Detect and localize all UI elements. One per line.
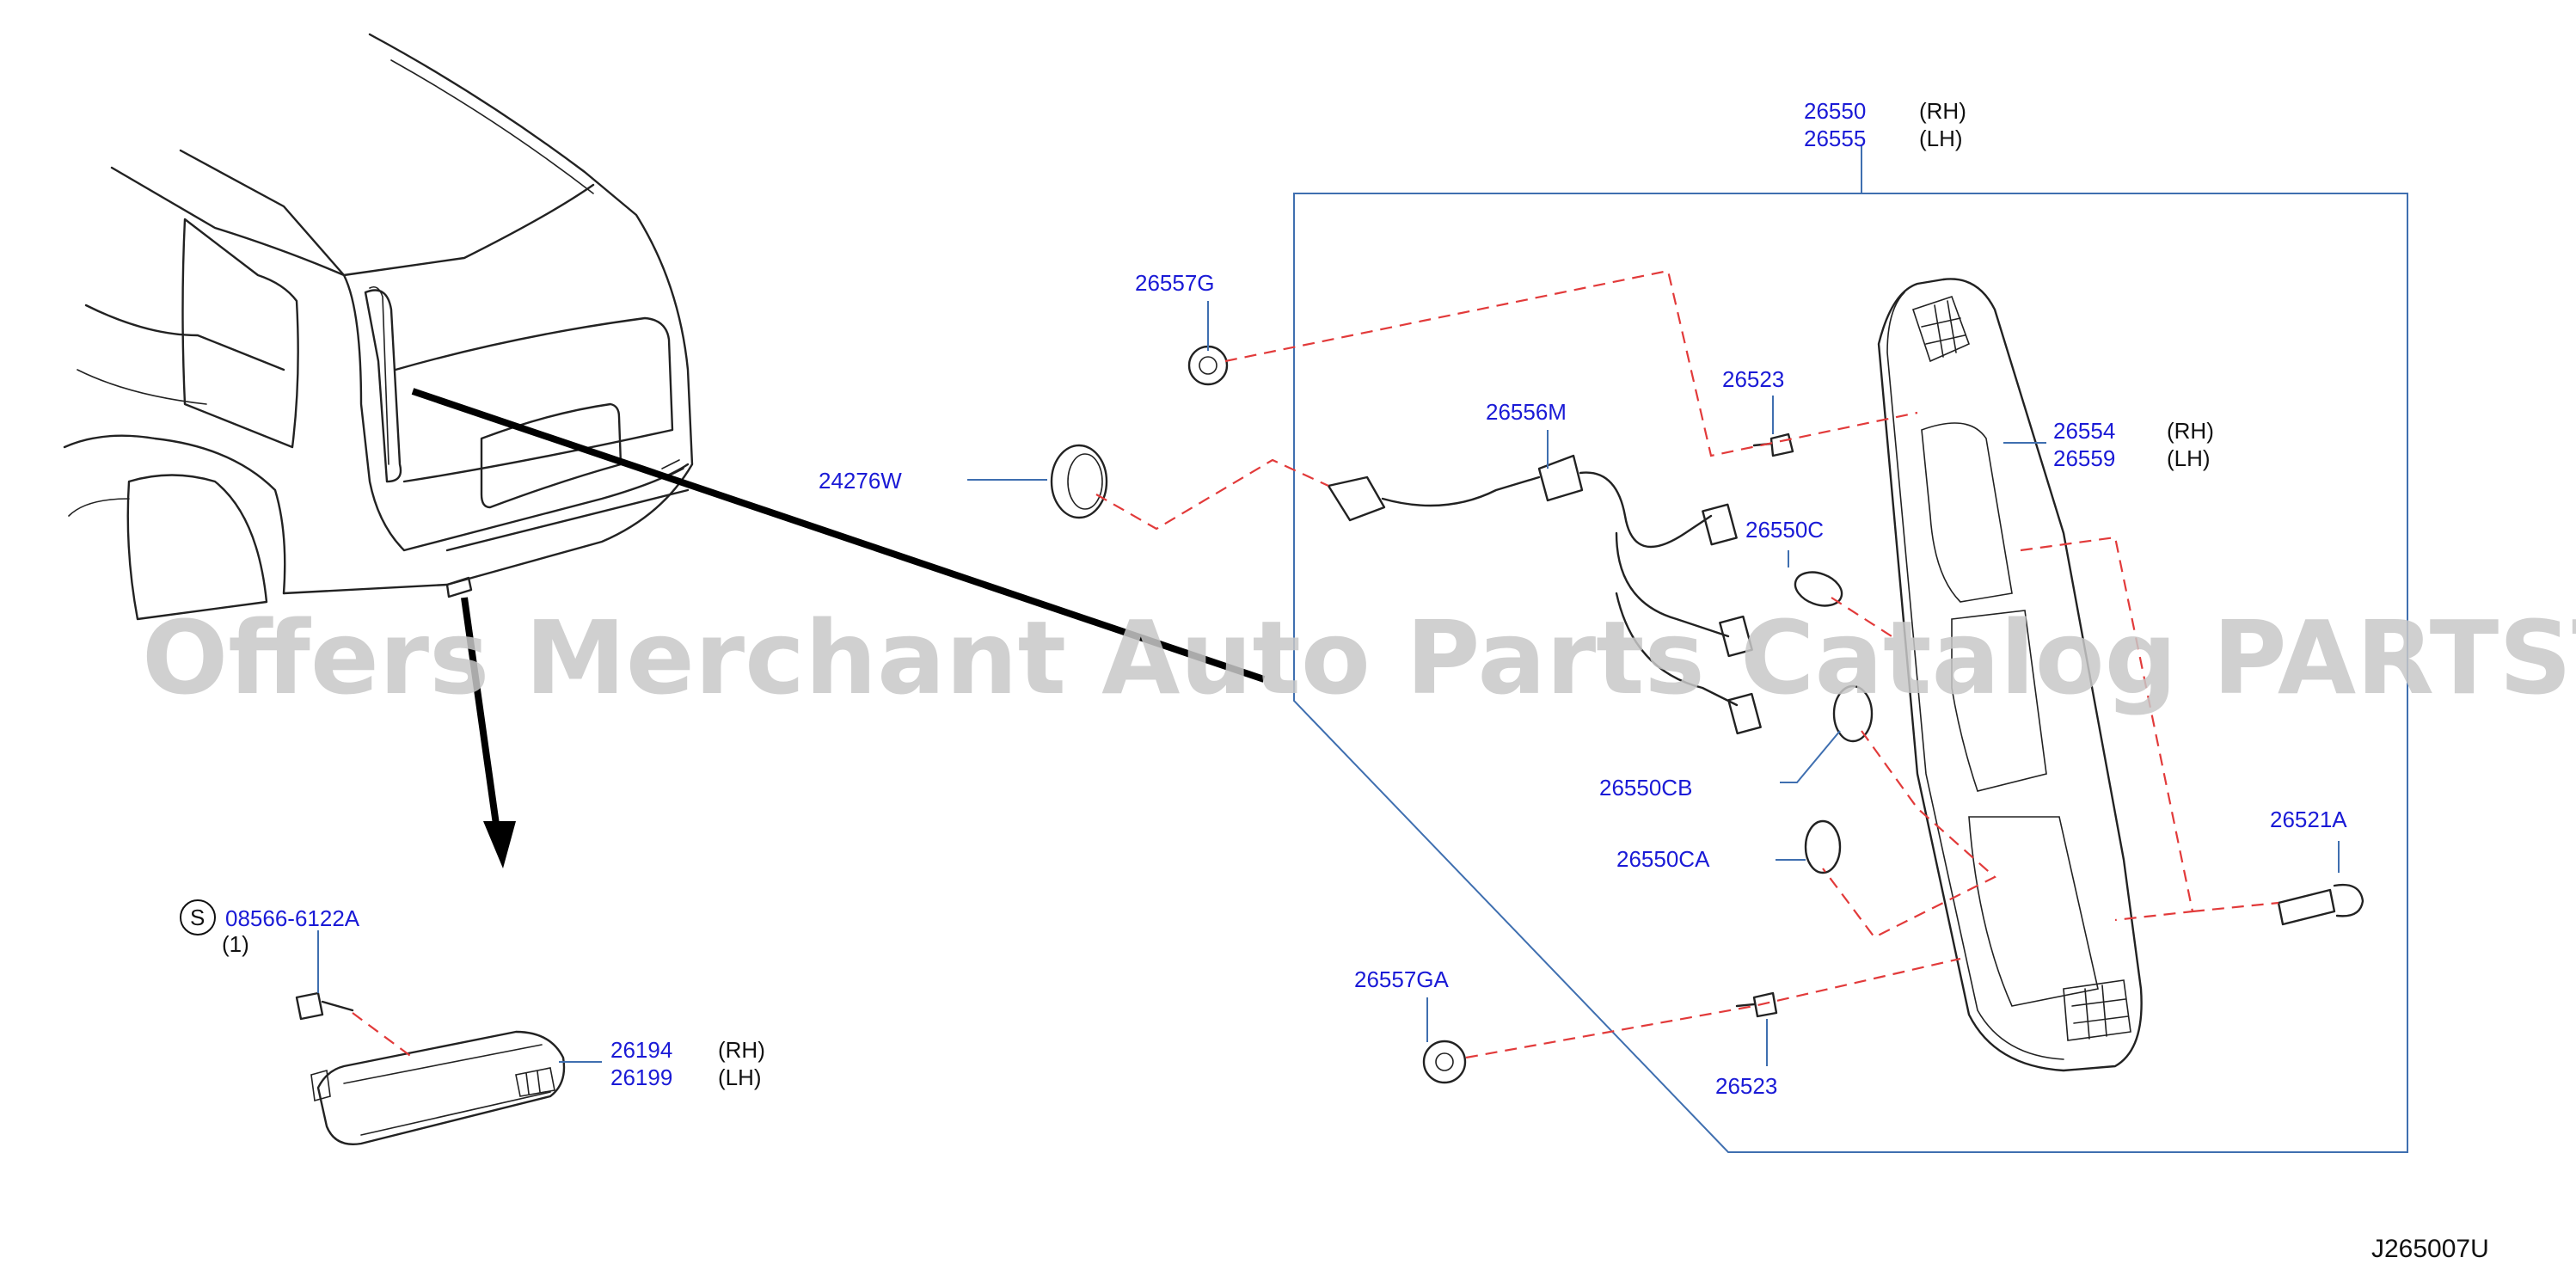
grommet-lower-icon <box>1422 1040 1467 1084</box>
bulb-cb-icon <box>1832 684 1874 743</box>
label-lh: (LH) <box>1919 126 1963 151</box>
assembly-dash-lines <box>352 269 2279 1059</box>
screw-lower-icon <box>1735 991 1778 1018</box>
label-rh: (RH) <box>1919 98 1966 124</box>
label-26557ga[interactable]: 26557GA <box>1354 966 1450 992</box>
label-qty: (1) <box>222 931 249 957</box>
label-26550ca[interactable]: 26550CA <box>1616 846 1710 872</box>
leader-lines <box>317 301 2340 1066</box>
grommet-upper-icon <box>1187 345 1229 386</box>
arrowhead-icon <box>483 821 516 868</box>
label-08566-6122a[interactable]: 08566-6122A <box>225 905 360 931</box>
small-parts <box>295 345 2364 1084</box>
watermark: Offers Merchant Auto Parts Catalog PARTS… <box>142 598 2576 717</box>
label-26555[interactable]: 26555 <box>1804 126 1866 151</box>
socket-grommet-icon <box>1050 444 1108 519</box>
label-26521a[interactable]: 26521A <box>2270 807 2347 832</box>
bulb-c-icon <box>1794 571 1843 607</box>
s-symbol-icon <box>180 899 216 936</box>
label-rh-2: (RH) <box>2167 418 2214 444</box>
label-26194[interactable]: 26194 <box>610 1037 672 1063</box>
label-26554[interactable]: 26554 <box>2053 418 2115 444</box>
label-26559[interactable]: 26559 <box>2053 445 2115 471</box>
diagram-code: J265007U <box>2371 1235 2489 1263</box>
label-26550cb[interactable]: 26550CB <box>1599 775 1692 801</box>
part-labels: 26550 (RH) 26555 (LH) 26557G 24276W 2655… <box>180 98 2347 1099</box>
label-26550[interactable]: 26550 <box>1804 98 1866 124</box>
locator-arrows <box>411 388 1266 868</box>
label-24276w[interactable]: 24276W <box>819 468 902 494</box>
bulbs <box>1794 571 1874 874</box>
label-26199[interactable]: 26199 <box>610 1064 672 1090</box>
bolt-small-icon <box>295 991 354 1021</box>
label-26550c[interactable]: 26550C <box>1745 517 1824 543</box>
side-marker-lamp <box>310 1030 566 1145</box>
arrow-to-tail-lamp <box>411 388 1266 683</box>
label-26557g[interactable]: 26557G <box>1135 270 1215 296</box>
tail-lamp-lens <box>1877 278 2143 1072</box>
tail-lamp-group-frame <box>1293 144 2408 1153</box>
vehicle-outline <box>63 33 694 621</box>
label-lh-2: (LH) <box>2167 445 2211 471</box>
label-26523-upper[interactable]: 26523 <box>1722 366 1784 392</box>
screw-upper-icon <box>1752 432 1794 457</box>
bulb-ca-icon <box>1804 819 1842 874</box>
wire-harness <box>1327 454 1762 735</box>
label-lh-3: (LH) <box>718 1064 762 1090</box>
label-26523-lower[interactable]: 26523 <box>1715 1073 1777 1099</box>
arrow-to-side-marker <box>461 597 502 844</box>
label-s-symbol: S <box>190 905 205 930</box>
bolt-right-icon <box>2277 883 2364 926</box>
label-rh-3: (RH) <box>718 1037 765 1063</box>
label-26556m[interactable]: 26556M <box>1486 399 1567 425</box>
